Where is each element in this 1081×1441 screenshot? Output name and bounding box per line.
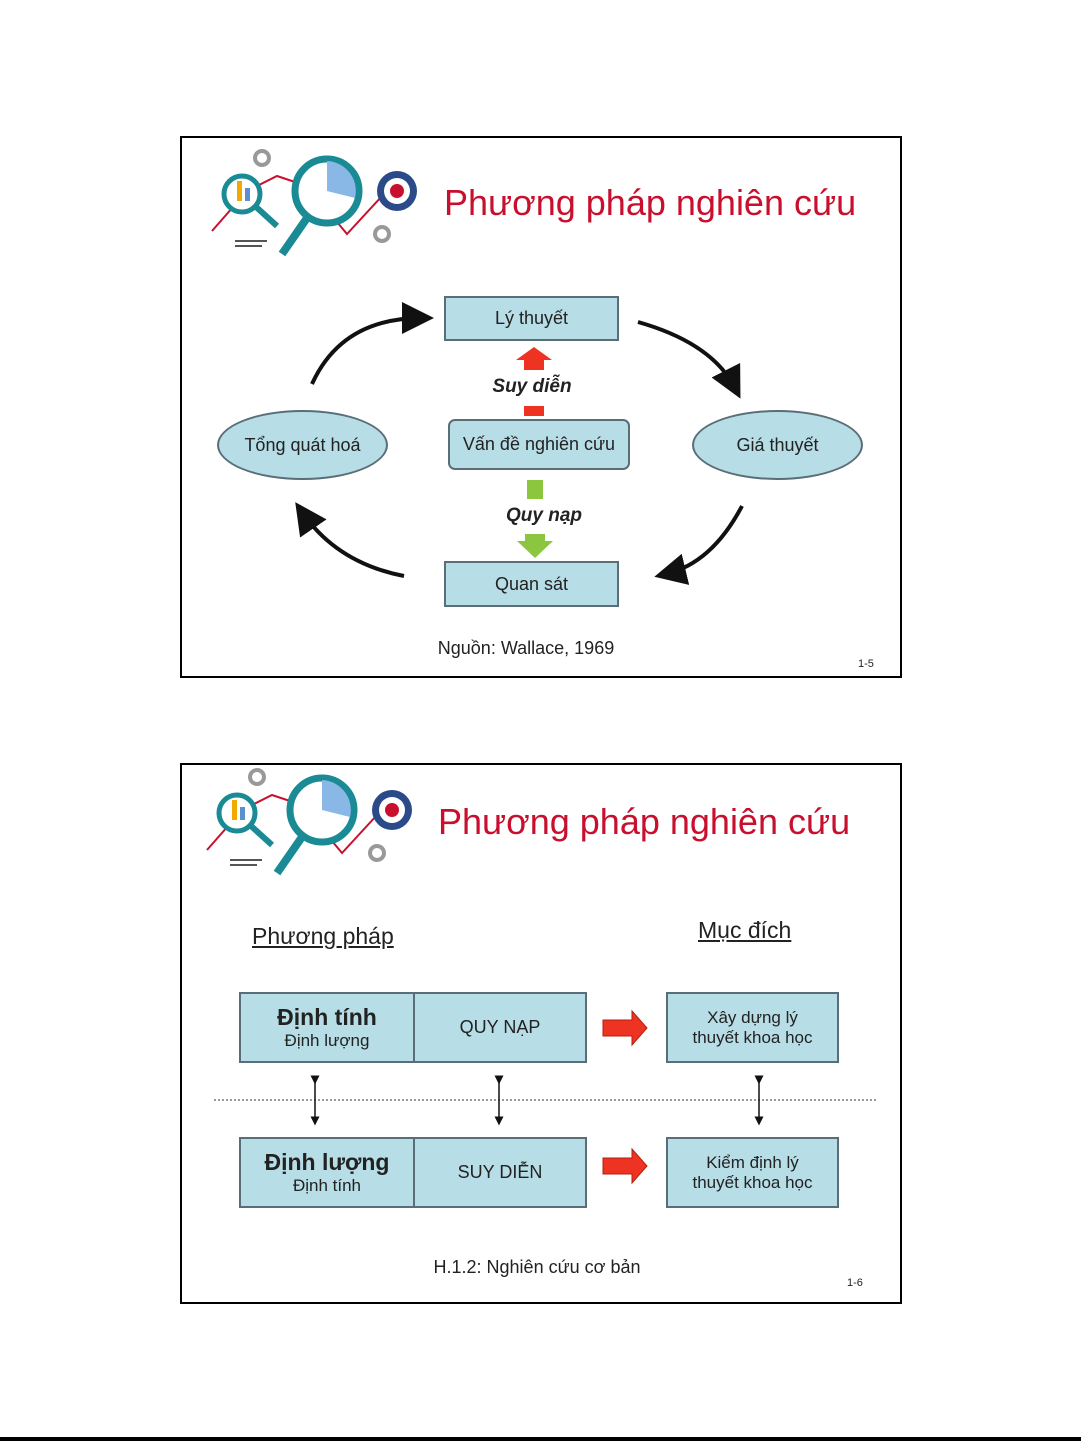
purpose-line: thuyết khoa học [692, 1172, 813, 1192]
secondary-method: Định lượng [284, 1031, 370, 1050]
node-research-problem: Vấn đề nghiên cứu [448, 419, 630, 470]
connector-lines [214, 1009, 878, 1185]
purpose-line: Kiểm định lý [706, 1152, 799, 1172]
arrow-observation-to-generalization [295, 502, 405, 578]
slide-2: Phương pháp nghiên cứu Phương pháp Mục đ… [180, 763, 902, 1304]
purpose-box-1: Xây dựng lý thuyết khoa học [666, 992, 839, 1063]
slide-1: Phương pháp nghiên cứu Lý thuyết Suy diễ… [180, 136, 902, 678]
purpose-line: thuyết khoa học [692, 1027, 813, 1047]
induction-arrow-tail [527, 480, 543, 499]
arrow-generalization-to-theory [310, 302, 434, 385]
page-bottom-border [0, 1437, 1081, 1441]
method-heading: Phương pháp [252, 923, 394, 949]
method-row-1: Định tính Định lượng QUY NẠP [239, 992, 587, 1063]
node-observation: Quan sát [444, 561, 619, 607]
primary-method: Định tính [277, 1004, 377, 1030]
research-logo-icon [206, 768, 412, 876]
right-arrow-icon [602, 1147, 648, 1185]
purpose-line: Xây dựng lý [707, 1007, 798, 1027]
induction-label: Quy nạp [505, 505, 583, 526]
secondary-method: Định tính [292, 1176, 362, 1195]
figure-caption: H.1.2: Nghiên cứu cơ bản [433, 1257, 641, 1277]
method-type-cell: Định tính Định lượng [241, 994, 415, 1061]
node-generalization: Tổng quát hoá [217, 410, 388, 480]
primary-method: Định lượng [264, 1149, 390, 1175]
deduction-arrow-tail [524, 406, 544, 416]
right-arrow-icon [602, 1009, 648, 1047]
induction-down-arrow-icon [517, 534, 553, 558]
arrow-theory-to-hypothesis [637, 320, 741, 399]
purpose-box-2: Kiểm định lý thuyết khoa học [666, 1137, 839, 1208]
deduction-label: Suy diễn [492, 376, 572, 397]
reasoning-cell: QUY NẠP [459, 1017, 541, 1037]
slide-title: Phương pháp nghiên cứu [444, 182, 857, 223]
method-type-cell: Định lượng Định tính [241, 1139, 415, 1206]
arrow-hypothesis-to-observation [654, 505, 744, 585]
reasoning-cell: SUY DIỄN [457, 1162, 543, 1182]
node-theory: Lý thuyết [444, 296, 619, 341]
deduction-up-arrow-icon [516, 347, 552, 370]
research-logo-icon [211, 149, 417, 257]
slide-title: Phương pháp nghiên cứu [438, 801, 851, 842]
cycle-arrows [295, 302, 744, 585]
method-row-2: Định lượng Định tính SUY DIỄN [239, 1137, 587, 1208]
purpose-heading: Mục đích [698, 917, 792, 943]
source-caption: Nguồn: Wallace, 1969 [437, 638, 615, 658]
page-number: 1-5 [858, 658, 874, 670]
node-hypothesis: Giá thuyết [692, 410, 863, 480]
page-number: 1-6 [847, 1277, 863, 1289]
